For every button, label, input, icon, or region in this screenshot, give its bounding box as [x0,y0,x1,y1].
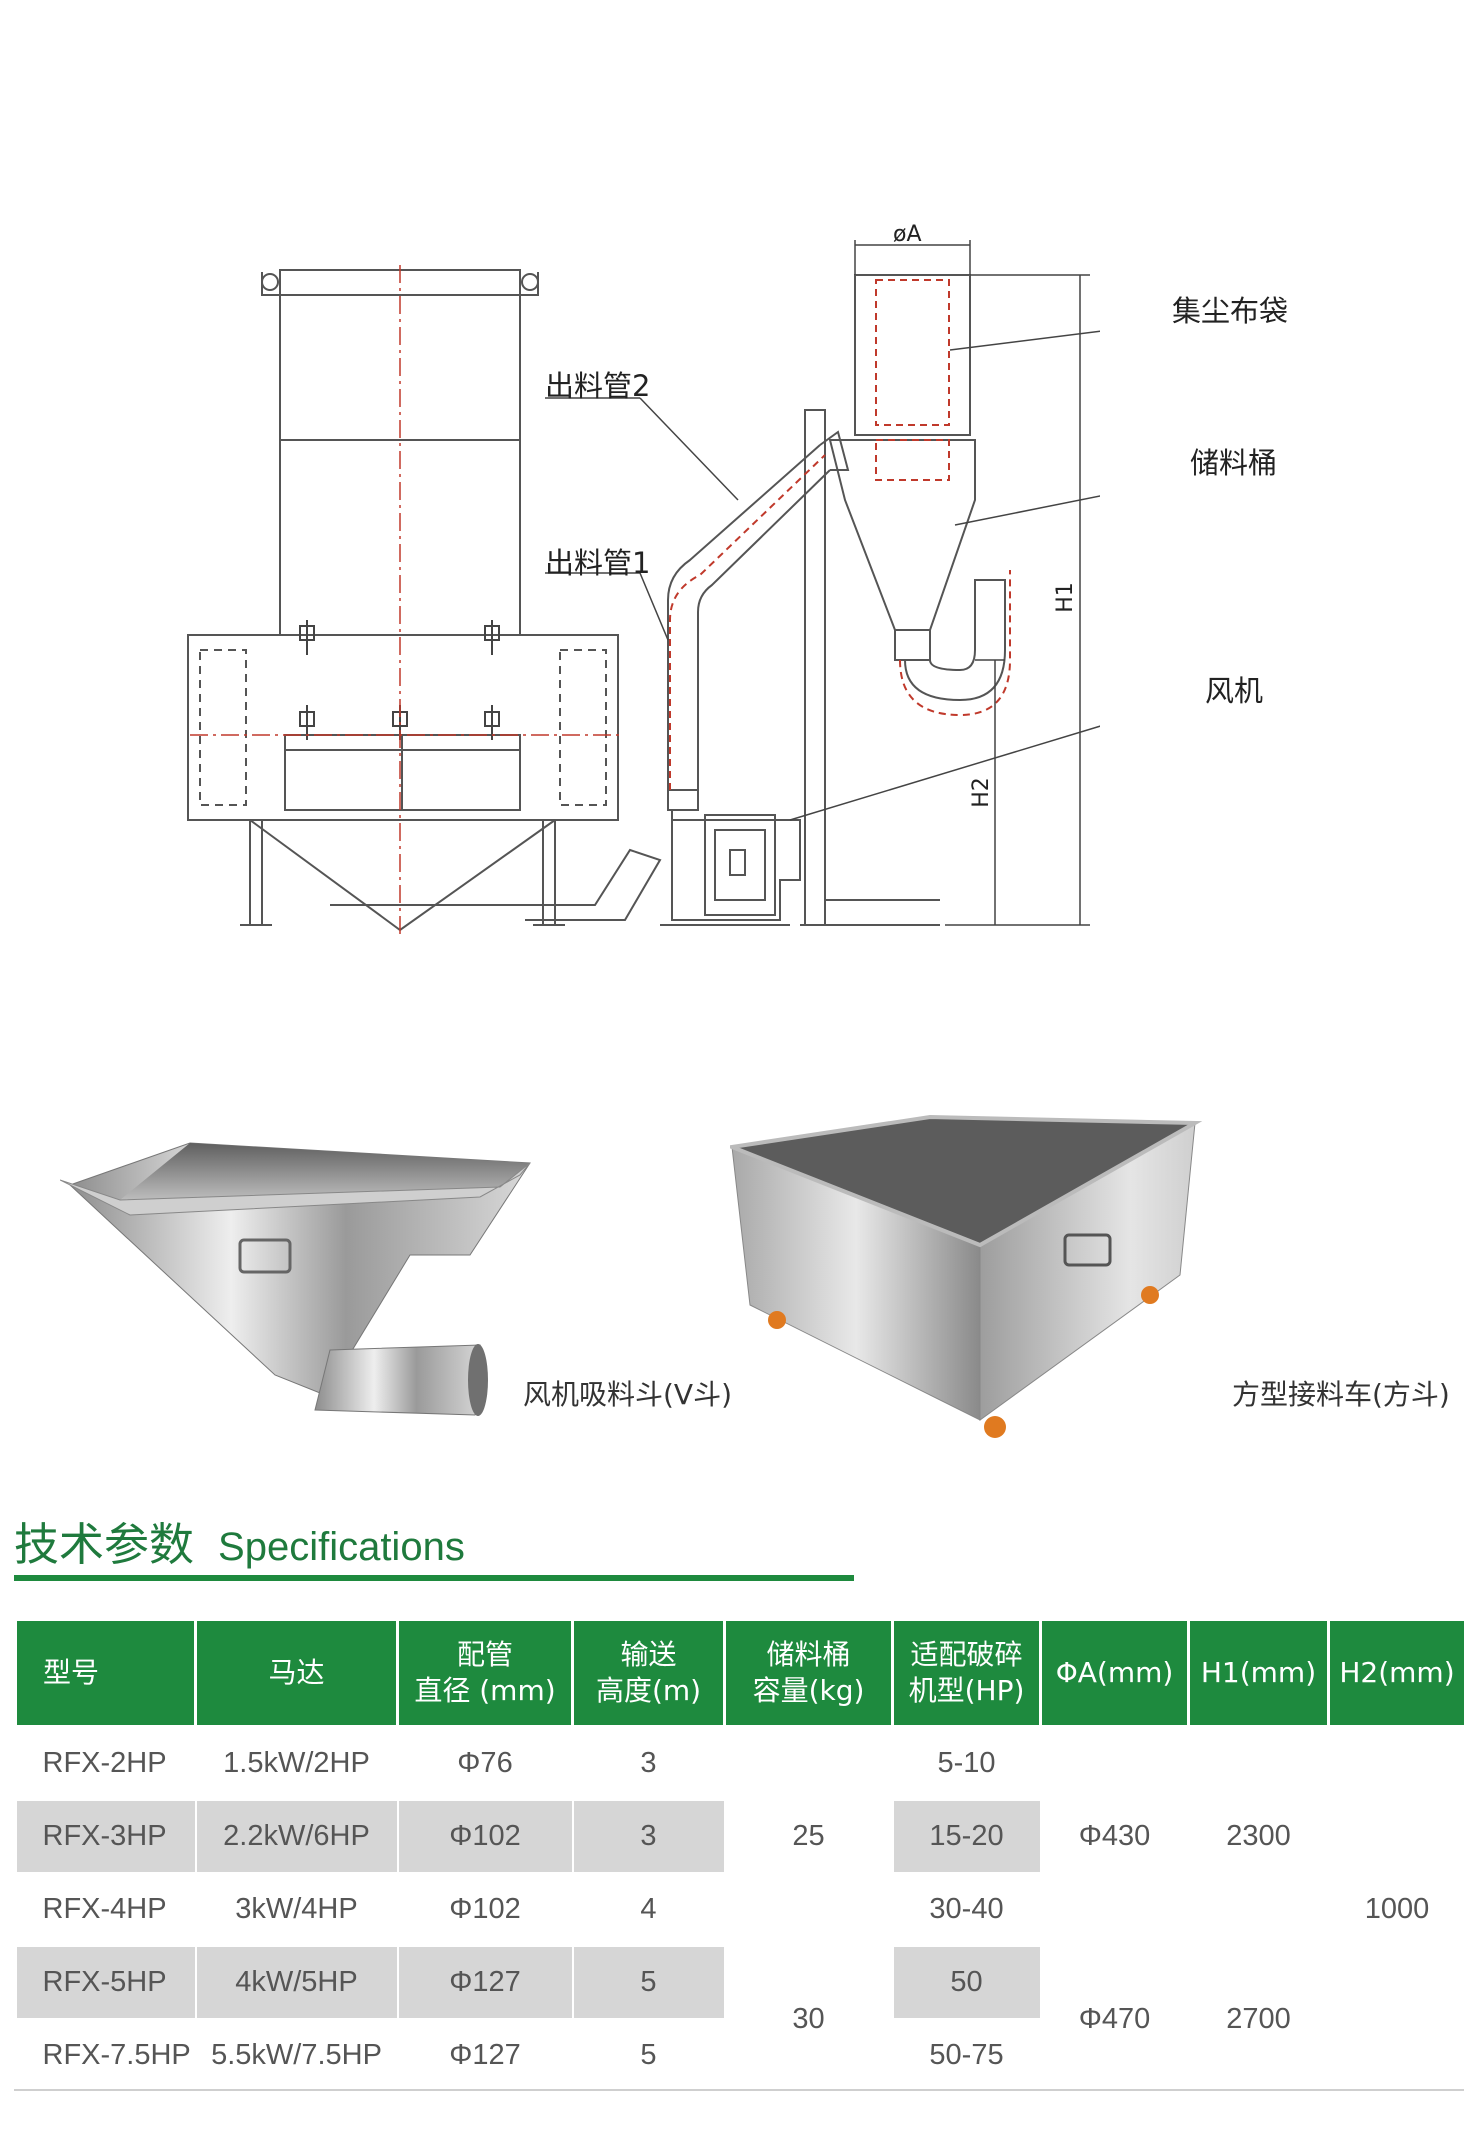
header-pipe: 配管直径 (mm) [396,1618,574,1728]
callout-dust-bag: 集尘布袋 [1172,294,1289,328]
cell-pipe: Φ102 [396,1872,574,1947]
header-h2: H2(mm) [1327,1618,1467,1728]
cell-breaker: 50-75 [891,2018,1042,2093]
cell-pipe: Φ102 [396,1799,574,1874]
callout-outlet-pipe-2: 出料管2 [545,369,651,403]
cell-pipe: Φ127 [396,1945,574,2020]
header-height: 输送高度(m) [571,1618,726,1728]
technical-drawing [187,240,1100,935]
dim-h2-label: H2 [968,777,994,808]
v-hopper-image [60,1142,531,1416]
callout-storage-bin: 储料桶 [1190,446,1278,480]
header-h1: H1(mm) [1187,1618,1330,1728]
cell-motor: 4kW/5HP [194,1945,399,2020]
cell-breaker: 50 [891,1945,1042,2020]
callout-fan: 风机 [1205,674,1264,708]
table-row: RFX-3HP 2.2kW/6HP Φ102 3 15-20 [14,1799,1466,1874]
cell-capacity-merged: 30 [723,1945,894,2093]
v-hopper-caption: 风机吸料斗(V斗) [523,1378,733,1411]
cell-capacity-merged: 25 [723,1725,894,1947]
section-underline [14,1575,854,1581]
table-header-row: 型号 马达 配管直径 (mm) 输送高度(m) 储料桶容量(kg) 适配破碎机型… [14,1618,1467,1728]
header-phi-a: ΦA(mm) [1039,1618,1190,1728]
table-row: RFX-4HP 3kW/4HP Φ102 4 30-40 [14,1872,1466,1947]
cell-height: 4 [571,1872,726,1947]
cell-breaker: 15-20 [891,1799,1042,1874]
cell-height: 3 [571,1725,726,1801]
cell-model: RFX-4HP [14,1872,197,1947]
section-title: 技术参数 Specifications [14,1508,465,1573]
square-cart-caption: 方型接料车(方斗) [1232,1378,1450,1411]
cell-h1-merged: 2700 [1187,1945,1330,2093]
dim-h1-label: H1 [1052,582,1078,613]
cell-motor: 2.2kW/6HP [194,1799,399,1874]
table-row: RFX-7.5HP 5.5kW/7.5HP Φ127 5 50-75 [14,2018,1466,2093]
cell-motor: 3kW/4HP [194,1872,399,1947]
cell-model: RFX-7.5HP [14,2018,197,2093]
cell-phi-a-merged: Φ430 [1039,1725,1190,1947]
cell-phi-a-merged: Φ470 [1039,1945,1190,2093]
cell-motor: 1.5kW/2HP [194,1725,399,1801]
cell-h1-merged: 2300 [1187,1725,1330,1947]
table-row: RFX-2HP 1.5kW/2HP Φ76 3 25 5-10 Φ430 230… [14,1725,1467,2093]
dim-phi-a-label: øA [893,222,922,247]
cell-pipe: Φ127 [396,2018,574,2093]
header-breaker: 适配破碎机型(HP) [891,1618,1042,1728]
cell-h2-merged: 1000 [1327,1725,1467,2093]
table-row: RFX-5HP 4kW/5HP Φ127 5 30 50 Φ470 2700 [14,1945,1466,2093]
cell-motor: 5.5kW/7.5HP [194,2018,399,2093]
section-title-cn: 技术参数 [14,1518,195,1571]
callout-outlet-pipe-1: 出料管1 [545,546,651,580]
spec-table: 型号 马达 配管直径 (mm) 输送高度(m) 储料桶容量(kg) 适配破碎机型… [14,1618,1467,2093]
header-capacity: 储料桶容量(kg) [723,1618,894,1728]
cell-model: RFX-2HP [14,1725,197,1801]
cell-model: RFX-5HP [14,1945,197,2020]
cell-breaker: 30-40 [891,1872,1042,1947]
section-title-en: Specifications [218,1525,465,1569]
header-motor: 马达 [194,1618,399,1728]
square-cart-image [730,1114,1203,1438]
cell-height: 5 [571,2018,726,2093]
cell-breaker: 5-10 [891,1725,1042,1801]
cell-height: 5 [571,1945,726,2020]
header-model: 型号 [14,1618,197,1728]
cell-model: RFX-3HP [14,1799,197,1874]
cell-pipe: Φ76 [396,1725,574,1801]
cell-height: 3 [571,1799,726,1874]
table-bottom-rule [14,2089,1464,2091]
